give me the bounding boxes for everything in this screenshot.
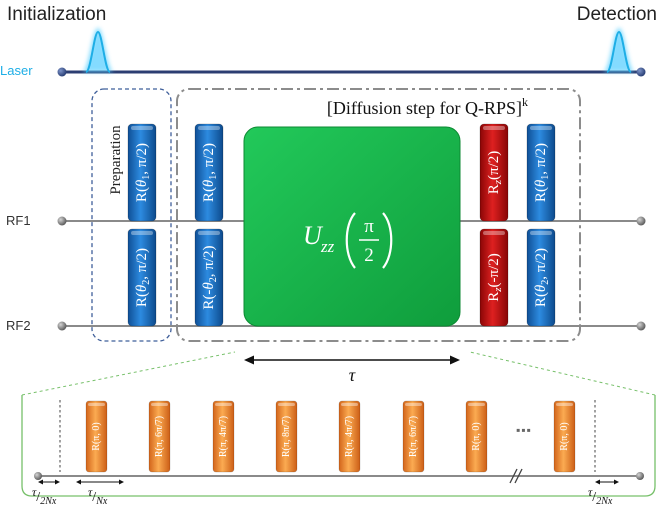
pulse-prep-rf2: R(θ2, π/2) xyxy=(127,228,157,327)
uzz-denominator: 2 xyxy=(364,245,374,266)
rf1-timeline-start xyxy=(57,216,67,226)
decoupling-pulse-label: R(π, 6π/7) xyxy=(154,416,165,457)
laser-timeline-start xyxy=(57,67,67,77)
pulse-prep-rf1: R(θ1, π/2) xyxy=(127,123,157,222)
pulse-label: R(θ2, π/2) xyxy=(134,248,152,307)
uzz-subscript: zz xyxy=(320,237,335,256)
decoupling-pulse-label: R(π, 6π/7) xyxy=(408,416,419,457)
laser-pulse-initialization xyxy=(82,28,114,73)
decoupling-pulse: R(π, 0) xyxy=(465,400,488,473)
diffusion-step-box xyxy=(176,88,581,342)
zoom-box xyxy=(21,395,656,497)
zoom-connector-right xyxy=(469,351,656,396)
pulse-label: R(θ2, π/2) xyxy=(533,248,551,307)
pulse-label: R(-θ2, π/2) xyxy=(201,245,219,309)
rf2-channel-label: RF2 xyxy=(6,318,31,333)
decoupling-pulse-label: R(π, 0) xyxy=(471,422,482,450)
edge-gap-arrow-left xyxy=(38,479,60,485)
edge-gap-label-left: τ/2Nx xyxy=(32,485,57,507)
initialization-label: Initialization xyxy=(7,4,106,25)
rf-pulse-layer: R(θ1, π/2) R(θ2, π/2) R(θ1, π/2) R(-θ2, π/2… xyxy=(127,123,556,327)
decoupling-pulse-label: R(π, 8π/7) xyxy=(281,416,292,457)
decoupling-timeline-start xyxy=(34,472,42,480)
decoupling-pulse: R(π, 6π/7) xyxy=(148,400,171,473)
decoupling-pulse-label: R(π, 4π/7) xyxy=(344,416,355,457)
zoom-connector-left xyxy=(21,351,236,396)
pulse-gap-label: τ/Nx xyxy=(88,485,108,507)
laser-channel-label: Laser xyxy=(0,63,33,78)
uzz-gate-label: U zz π 2 xyxy=(303,212,393,269)
pulse-label: R(θ1, π/2) xyxy=(201,143,219,202)
uzz-right-paren xyxy=(382,212,393,269)
decoupling-pulse: R(π, 6π/7) xyxy=(402,400,425,473)
pulse-label: Rz(-π/2) xyxy=(486,253,504,302)
rf1-timeline-end xyxy=(636,216,646,226)
diffusion-step-exponent: k xyxy=(522,95,528,109)
uzz-symbol: U xyxy=(303,221,324,250)
diffusion-step-title: [Diffusion step for Q-RPS] xyxy=(327,98,522,118)
pulse-label: R(θ1, π/2) xyxy=(134,143,152,202)
diffusion-step-label: [Diffusion step for Q-RPS]k xyxy=(327,95,528,118)
pulse-diff-rf2-right: R(θ2, π/2) xyxy=(526,228,556,327)
decoupling-pulse-label: R(π, 0) xyxy=(91,422,102,450)
laser-pulse-detection xyxy=(603,28,635,73)
decoupling-pulse-label: R(π, 0) xyxy=(559,422,570,450)
decoupling-pulse: R(π, 4π/7) xyxy=(338,400,361,473)
pulse-diff-rf1-red: Rz(π/2) xyxy=(479,123,509,222)
pulse-diff-rf1-left: R(θ1, π/2) xyxy=(194,123,224,222)
pulse-label: Rz(π/2) xyxy=(486,151,504,195)
edge-gap-label-right: τ/2Nx xyxy=(588,485,613,507)
decoupling-pulse: R(π, 0) xyxy=(85,400,108,473)
decoupling-pulse: R(π, 8π/7) xyxy=(275,400,298,473)
decoupling-pulse-layer: R(π, 0) R(π, 6π/7) R(π, 4π/7) R(π, 8π/7) R(π… xyxy=(85,400,576,473)
uzz-left-paren xyxy=(345,212,356,269)
decoupling-pulse: R(π, 0) xyxy=(553,400,576,473)
decoupling-timeline-end xyxy=(636,472,644,480)
rf2-timeline-start xyxy=(57,321,67,331)
tau-span-arrow xyxy=(244,355,460,365)
decoupling-pulse-label: R(π, 4π/7) xyxy=(218,416,229,457)
edge-gap-arrow-right xyxy=(595,479,619,485)
pulse-gap-arrow xyxy=(76,479,124,485)
detection-label: Detection xyxy=(577,4,657,25)
tau-label: τ xyxy=(349,365,356,385)
pulse-diff-rf2-red: Rz(-π/2) xyxy=(479,228,509,327)
rf2-timeline-end xyxy=(636,321,646,331)
uzz-numerator: π xyxy=(364,216,374,237)
rf1-channel-label: RF1 xyxy=(6,213,31,228)
preparation-label: Preparation xyxy=(108,125,124,195)
timeline-break-mark xyxy=(509,468,523,484)
laser-timeline-end xyxy=(636,67,646,77)
pulse-diff-rf1-right: R(θ1, π/2) xyxy=(526,123,556,222)
decoupling-pulse: R(π, 4π/7) xyxy=(212,400,235,473)
decoupling-ellipsis: ▪▪▪ xyxy=(516,423,532,437)
pulse-diff-rf2-left: R(-θ2, π/2) xyxy=(194,228,224,327)
pulse-label: R(θ1, π/2) xyxy=(533,143,551,202)
uzz-gate-block xyxy=(243,126,461,327)
